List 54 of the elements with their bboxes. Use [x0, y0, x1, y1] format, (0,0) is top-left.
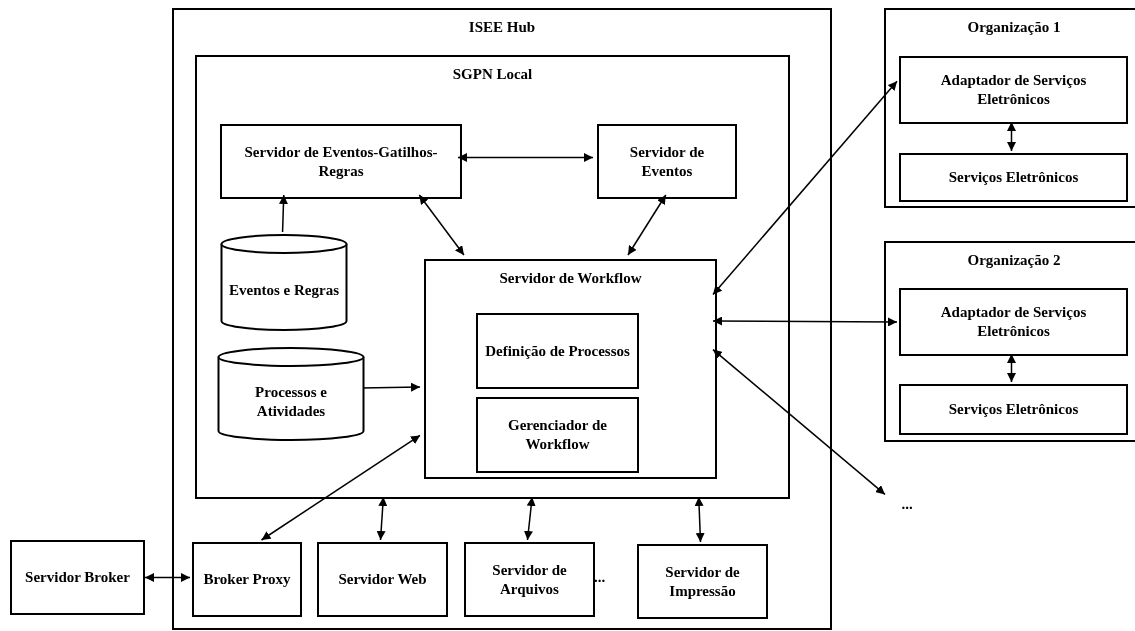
- process-box: [476, 397, 639, 473]
- arrow: [524, 496, 536, 541]
- process-box: [899, 56, 1128, 124]
- arrow: [712, 316, 898, 327]
- arrow: [144, 573, 191, 582]
- box-label: Servidor de Eventos-Gatilhos-Regras: [243, 142, 439, 181]
- process-box: [899, 384, 1128, 435]
- process-box: [317, 542, 448, 617]
- process-box: [597, 124, 737, 199]
- box-title: Organização 2: [966, 251, 1062, 270]
- container-box: [884, 241, 1135, 442]
- box-label: Eventos e Regras: [228, 281, 340, 300]
- process-box: [899, 288, 1128, 356]
- container-box: [172, 8, 832, 630]
- box-label: Servidor de Eventos: [628, 142, 706, 181]
- arrow: [627, 194, 667, 256]
- ellipsis-label: ...: [900, 494, 914, 514]
- box-label: Servidor de Impressão: [664, 562, 741, 601]
- process-box: [10, 540, 145, 615]
- box-title: SGPN Local: [451, 65, 534, 84]
- arrow: [694, 496, 705, 543]
- box-label: Broker Proxy: [202, 570, 292, 589]
- arrow: [712, 80, 898, 296]
- box-label: Adaptador de Serviços Eletrônicos: [939, 303, 1088, 341]
- box-title: ISEE Hub: [467, 18, 537, 37]
- process-box: [220, 124, 462, 199]
- box-label: Serviços Eletrônicos: [947, 168, 1080, 187]
- box-label: Servidor de Arquivos: [491, 560, 568, 599]
- box-label: Processos e Atividades: [254, 383, 328, 421]
- arrow: [418, 194, 465, 256]
- box-title: Organização 1: [966, 18, 1062, 37]
- arrow: [712, 348, 886, 496]
- box-label: Adaptador de Serviços Eletrônicos: [939, 71, 1088, 109]
- process-box: [464, 542, 595, 617]
- process-box: [192, 542, 302, 617]
- box-label: Gerenciador de Workflow: [507, 416, 608, 454]
- container-box: [884, 8, 1135, 208]
- process-box: [476, 313, 639, 389]
- box-label: Servidor Web: [337, 570, 428, 589]
- box-label: Servidor Broker: [24, 568, 131, 587]
- box-label: Serviços Eletrônicos: [947, 400, 1080, 419]
- arrow: [1007, 121, 1016, 152]
- arrow: [260, 434, 421, 541]
- ellipsis-label: ...: [594, 568, 606, 587]
- box-title: Servidor de Workflow: [498, 269, 643, 288]
- arrow: [278, 194, 288, 233]
- box-label: Definição de Processos: [484, 341, 631, 361]
- container-box: [195, 55, 790, 499]
- process-box: [899, 153, 1128, 202]
- process-box: [637, 544, 768, 619]
- arrow: [376, 496, 388, 541]
- arrow: [1007, 353, 1016, 383]
- arrow: [457, 153, 594, 162]
- container-box: [424, 259, 717, 479]
